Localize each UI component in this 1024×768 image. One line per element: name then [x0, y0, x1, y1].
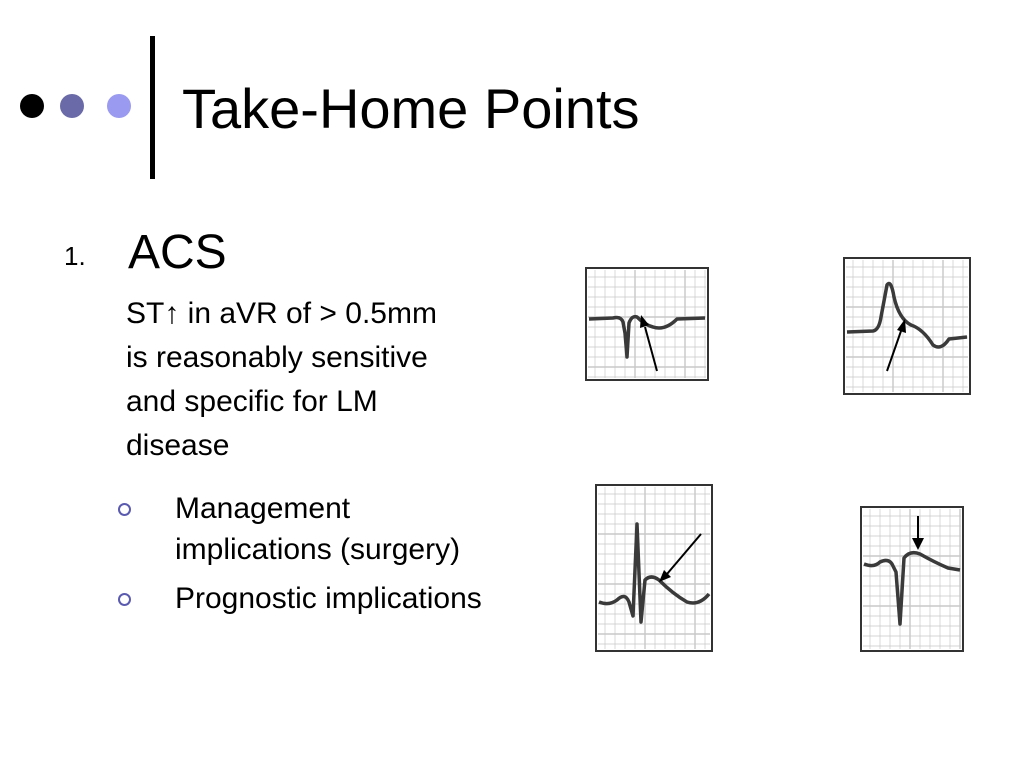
arrow-head-icon: [659, 570, 671, 582]
list-number: 1.: [64, 241, 86, 271]
arrow-line: [666, 533, 702, 575]
ecg-strip-image: [860, 506, 964, 652]
ecg-strip-image: [585, 267, 709, 381]
slide-title: Take-Home Points: [182, 77, 640, 140]
ecg-grid: [863, 509, 961, 649]
list-paragraph: ST↑ in aVR of > 0.5mm is reasonably sens…: [126, 292, 546, 468]
arrow-head-icon: [640, 315, 649, 328]
arrow-line: [644, 326, 658, 372]
arrow-head-icon: [912, 538, 924, 550]
ecg-trace: [588, 314, 706, 359]
ecg-strip-image: [595, 484, 713, 652]
title-dot-medium: [60, 94, 84, 118]
ecg-trace: [863, 550, 961, 626]
paragraph-line: and specific for LM: [126, 385, 378, 418]
title-dot-black: [20, 94, 44, 118]
bullet-line: Prognostic implications: [175, 582, 482, 615]
bullet-circle-icon: [118, 593, 131, 606]
bullet-item-management: Management implications (surgery): [175, 488, 460, 570]
ecg-grid: [846, 260, 968, 392]
arrow-line: [886, 330, 902, 372]
arrow-head-icon: [897, 319, 906, 333]
paragraph-line: disease: [126, 429, 230, 462]
bullet-line: Management: [175, 492, 351, 525]
bullet-line: implications (surgery): [175, 533, 461, 566]
bullet-circle-icon: [118, 503, 131, 516]
list-heading: ACS: [128, 226, 227, 279]
ecg-grid: [598, 487, 710, 649]
paragraph-line: ST↑ in aVR of > 0.5mm: [126, 297, 437, 330]
ecg-trace: [846, 281, 968, 349]
title-dot-light: [107, 94, 131, 118]
paragraph-line: is reasonably sensitive: [126, 341, 428, 374]
bullet-item-prognostic: Prognostic implications: [175, 578, 482, 619]
title-divider: [150, 36, 155, 179]
ecg-trace: [598, 522, 711, 624]
ecg-strip-image: [843, 257, 971, 395]
